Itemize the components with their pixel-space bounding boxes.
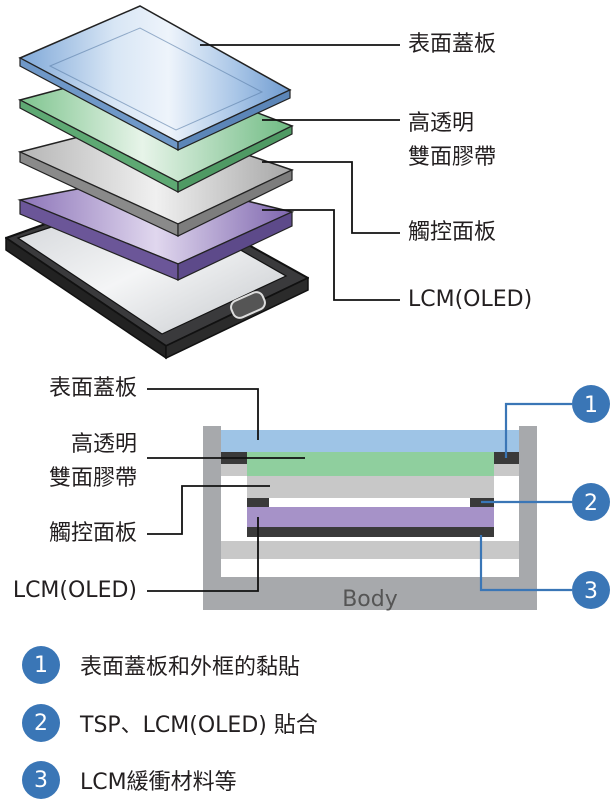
label-touch-panel: 觸控面板 xyxy=(408,220,497,245)
legend-number-badge: 3 xyxy=(22,761,60,799)
exploded-leader-lines xyxy=(200,44,400,301)
body-label: Body xyxy=(342,587,398,612)
badge-2: 2 xyxy=(572,483,610,521)
section-label-lcm: LCM(OLED) xyxy=(12,578,137,603)
section-lcm-cushion xyxy=(247,527,494,537)
section-label-cover-panel: 表面蓋板 xyxy=(48,376,137,401)
svg-text:1: 1 xyxy=(584,393,598,418)
section-touch-panel xyxy=(247,476,494,498)
legend-number-badge: 1 xyxy=(22,646,60,684)
section-cover-glass xyxy=(221,430,519,452)
section-leader-lines-right xyxy=(479,402,572,592)
section-label-oca-tape: 高透明 雙面膠帶 xyxy=(48,432,137,491)
svg-text:2: 2 xyxy=(584,491,598,516)
exploded-cover-layer xyxy=(18,5,292,151)
section-lcm xyxy=(247,507,494,527)
section-label-touch-panel: 觸控面板 xyxy=(48,521,137,546)
legend-text: 表面蓋板和外框的黏貼 xyxy=(80,655,301,680)
label-lcm: LCM(OLED) xyxy=(408,287,533,312)
section-tsp-bond-left xyxy=(247,498,269,507)
section-base-plate xyxy=(221,541,519,559)
legend-item-3: 3 LCM緩衝材料等 xyxy=(22,760,237,800)
cross-section: Body 1 2 3 xyxy=(147,385,610,612)
exploded-view xyxy=(5,5,400,360)
legend-item-1: 1 表面蓋板和外框的黏貼 xyxy=(22,645,300,685)
section-leader-lines-left xyxy=(147,388,305,592)
label-oca-tape: 高透明 雙面膠帶 xyxy=(408,111,497,170)
section-oca-tape xyxy=(247,452,494,476)
legend-text: LCM緩衝材料等 xyxy=(80,770,237,795)
badge-1: 1 xyxy=(572,385,610,423)
legend-item-2: 2 TSP、LCM(OLED) 貼合 xyxy=(22,703,318,743)
badge-3: 3 xyxy=(572,571,610,609)
legend-number-badge: 2 xyxy=(22,704,60,742)
svg-text:3: 3 xyxy=(584,579,598,604)
label-cover-panel: 表面蓋板 xyxy=(408,32,497,57)
legend-text: TSP、LCM(OLED) 貼合 xyxy=(80,713,318,738)
